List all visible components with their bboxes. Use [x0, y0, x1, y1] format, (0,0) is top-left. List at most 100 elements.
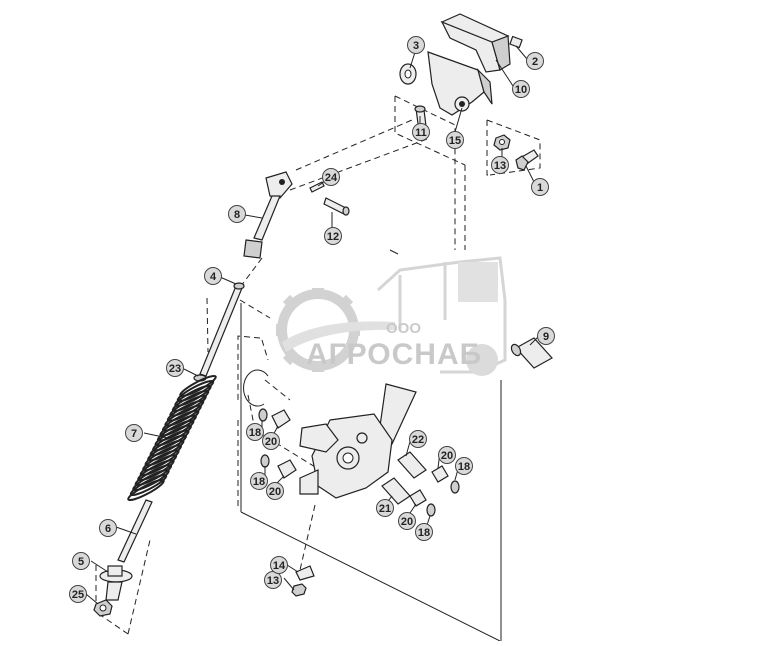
callout-circle	[262, 432, 280, 450]
part-seal-18-lower-left	[260, 454, 270, 468]
callout-number: 12	[327, 231, 339, 243]
callout-c5: 5	[72, 552, 90, 570]
callout-number: 3	[413, 40, 419, 52]
callout-number: 20	[401, 516, 413, 528]
callout-number: 2	[532, 56, 538, 68]
part-snap-ring	[243, 369, 269, 407]
part-pin-2	[509, 35, 523, 49]
callout-circle	[324, 227, 342, 245]
callout-circle	[409, 430, 427, 448]
part-seal-18-upper-right	[450, 480, 460, 494]
callout-circle	[531, 178, 549, 196]
callout-circle	[415, 523, 433, 541]
callout-circle	[438, 446, 456, 464]
part-rod-4	[199, 282, 245, 377]
part-pin-22	[397, 451, 427, 479]
gear-logo-icon	[276, 288, 395, 372]
part-bushing-20-upper-right	[431, 465, 449, 483]
part-lever-housing	[299, 383, 417, 499]
watermark-logo: ООО АГРОСНАБ	[276, 256, 507, 376]
callout-circle	[72, 552, 90, 570]
callout-number: 10	[515, 84, 527, 96]
part-spring-7	[127, 374, 217, 502]
combine-harvester-logo-icon	[376, 256, 507, 376]
part-nut-25	[93, 599, 113, 617]
callout-c12: 12	[324, 227, 342, 245]
frame-lines	[240, 249, 502, 642]
callout-c9: 9	[537, 327, 555, 345]
callout-number: 20	[441, 450, 453, 462]
part-nut-13-top	[493, 134, 511, 151]
callout-circle	[455, 457, 473, 475]
part-rod-6	[117, 499, 153, 563]
callout-c20c: 20	[438, 446, 456, 464]
callout-number: 20	[269, 486, 281, 498]
part-spring-seat-5	[99, 565, 133, 601]
part-nut-13-bottom	[291, 583, 307, 597]
part-bracket-10	[440, 13, 511, 73]
callout-labels: 1234567891011121313141518181818202020202…	[69, 36, 555, 603]
callout-c2: 2	[526, 52, 544, 70]
part-bolt-11	[414, 105, 427, 127]
callout-c18d: 18	[415, 523, 433, 541]
callout-c1: 1	[531, 178, 549, 196]
watermark-prefix: ООО	[386, 320, 421, 337]
callout-c3: 3	[407, 36, 425, 54]
callout-c4: 4	[204, 267, 222, 285]
callout-number: 13	[494, 160, 506, 172]
callout-circle	[69, 585, 87, 603]
callout-circle	[166, 359, 184, 377]
callout-c20b: 20	[266, 482, 284, 500]
spring-coil	[127, 478, 165, 502]
callout-circle	[246, 423, 264, 441]
callout-c7: 7	[125, 424, 143, 442]
callout-number: 21	[379, 503, 391, 515]
callout-circle	[512, 80, 530, 98]
part-pin-12	[323, 197, 350, 216]
callout-number: 4	[210, 271, 217, 283]
callout-c15: 15	[446, 131, 464, 149]
callout-c18c: 18	[455, 457, 473, 475]
callout-c20a: 20	[262, 432, 280, 450]
callout-c25: 25	[69, 585, 87, 603]
callout-circle	[125, 424, 143, 442]
callout-number: 23	[169, 363, 181, 375]
callout-c13a: 13	[491, 156, 509, 174]
callout-c14: 14	[270, 556, 288, 574]
part-linkage-rod-8	[243, 171, 293, 259]
callout-number: 20	[265, 436, 277, 448]
callout-c13b: 13	[264, 571, 282, 589]
callout-number: 13	[267, 575, 279, 587]
callout-circle	[412, 123, 430, 141]
callout-circle	[322, 168, 340, 186]
part-bolt-1	[515, 149, 539, 171]
callout-number: 5	[78, 556, 84, 568]
callout-circle	[526, 52, 544, 70]
callout-number: 25	[72, 589, 84, 601]
callout-number: 22	[412, 434, 424, 446]
part-bushing-20-lower-right	[409, 489, 427, 507]
callout-circle	[270, 556, 288, 574]
callout-c6: 6	[99, 519, 117, 537]
callout-circle	[491, 156, 509, 174]
callout-c18a: 18	[246, 423, 264, 441]
watermark-brand: АГРОСНАБ	[306, 338, 482, 371]
callout-c22: 22	[409, 430, 427, 448]
callout-circle	[398, 512, 416, 530]
callout-circle	[446, 131, 464, 149]
callout-c8: 8	[228, 205, 246, 223]
callout-c11: 11	[412, 123, 430, 141]
callout-circle	[250, 472, 268, 490]
callout-circle	[204, 267, 222, 285]
callout-number: 18	[458, 461, 470, 473]
callout-number: 6	[105, 523, 111, 535]
part-seal-18-upper-left	[258, 408, 268, 422]
callout-c24: 24	[322, 168, 340, 186]
callout-circle	[99, 519, 117, 537]
callout-c18b: 18	[250, 472, 268, 490]
callout-c10: 10	[512, 80, 530, 98]
part-seal-18-lower-right	[426, 503, 436, 517]
callout-number: 11	[415, 127, 427, 139]
callout-number: 8	[234, 209, 240, 221]
